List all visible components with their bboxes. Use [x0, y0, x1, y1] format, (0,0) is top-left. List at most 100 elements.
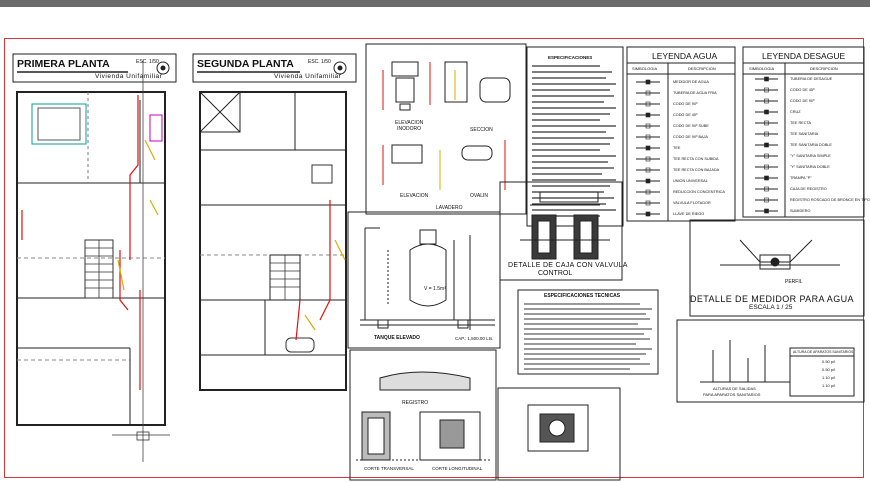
water-legend-item: CODO DE 90º SUBE — [673, 124, 709, 128]
first-floor-scale: ESC. 1/50 — [136, 59, 159, 65]
heights-row-value: 0.50 p/l — [822, 367, 836, 372]
water-legend-title: LEYENDA AGUA — [652, 51, 718, 61]
first-floor-plan — [12, 53, 177, 462]
drain-legend-symbol-marker — [764, 197, 769, 203]
heights-caption-1: ALTURAS DE SALIDAS — [713, 386, 756, 391]
drain-legend-item: "Y" SANITARIA SIMPLE — [790, 154, 831, 158]
meter-perfil: PERFIL — [785, 279, 803, 285]
drain-legend-item: "Y" SANITARIA DOBLE — [790, 165, 830, 169]
drain-legend-symbol-marker — [764, 87, 769, 93]
meter-detail — [689, 219, 865, 317]
water-legend-item: UNION UNIVERSAL — [673, 179, 708, 183]
water-legend-symbol-marker — [645, 167, 651, 173]
drain-legend-symbol-marker — [764, 142, 769, 148]
water-legend-col1: SIMBOLOGIA — [632, 66, 658, 71]
water-legend-symbol-marker — [645, 101, 651, 107]
registro-label: REGISTRO — [402, 400, 429, 406]
drain-legend-symbol-marker — [764, 208, 769, 214]
drain-legend-item: SUMIDERO — [790, 209, 811, 213]
drain-legend-symbol-marker — [764, 109, 769, 115]
first-floor-subtitle: Vivienda Unifamiliar — [95, 73, 163, 80]
water-legend-symbol-marker — [645, 211, 651, 217]
heights-row-value: 1.10 p/l — [822, 383, 836, 388]
drain-legend-item: TEE SANITARIA DOBLE — [790, 143, 832, 147]
heights-caption-2: PARA APARATOS SANITARIOS — [703, 392, 761, 397]
water-legend-item: TEE RECTA CON SUBIDA — [673, 157, 719, 161]
water-legend-symbol-marker — [645, 200, 651, 206]
valve-box-subtitle: CONTROL — [538, 270, 573, 277]
drain-legend-symbol-marker — [764, 120, 769, 126]
drain-legend-item: REGISTRO ROSCADO DE BRONCE EN TIPO — [790, 198, 870, 202]
top-bar — [0, 0, 870, 7]
ovalin-label: OVALIN — [470, 193, 488, 199]
technical-specs — [517, 289, 659, 375]
water-legend-symbol-marker — [645, 145, 651, 151]
drain-legend-item: TEE SANITARIA — [790, 132, 819, 136]
valve-box-detail — [499, 181, 623, 281]
tank-capacity: CAP.: 1,500.00 Lts. — [455, 336, 494, 341]
corte-longitudinal-label: CORTE LONGITUDINAL — [432, 466, 483, 471]
legend-tables — [626, 46, 865, 222]
drain-legend-item: CAJA DE REGISTRO — [790, 187, 827, 191]
meter-title: DETALLE DE MEDIDOR PARA AGUA — [690, 294, 854, 304]
first-floor-title: PRIMERA PLANTA — [17, 58, 110, 70]
second-floor-plan — [192, 53, 357, 391]
drain-legend-title: LEYENDA DESAGUE — [762, 51, 846, 61]
drain-legend-symbol-marker — [764, 131, 769, 137]
water-legend-symbol-marker — [645, 178, 651, 184]
meter-scale: ESCALA 1 / 25 — [749, 304, 793, 311]
water-legend-symbols — [636, 79, 660, 217]
water-legend-item: LLAVE DE RIEGO — [673, 212, 705, 216]
drain-legend-item: TUBERIA DE DESAGUE — [790, 77, 833, 81]
second-floor-scale: ESC. 1/50 — [308, 59, 331, 65]
drain-legend-symbol-marker — [764, 98, 769, 104]
water-legend-item: TEE — [673, 146, 681, 150]
water-legend-item: CODO DE 90º BAJA — [673, 135, 708, 139]
drain-legend-item: CODO DE 45º — [790, 88, 815, 92]
drain-legend-symbol-marker — [764, 76, 769, 82]
heights-table-title: ALTURA DE APARATOS SANITARIOS — [793, 350, 854, 354]
registro-detail — [349, 349, 621, 481]
valve-box-title: DETALLE DE CAJA CON VALVULA — [508, 262, 628, 269]
water-legend-symbol-marker — [645, 112, 651, 118]
drain-legend-item: TRAMPA "P" — [790, 176, 812, 180]
lavadero-label: LAVADERO — [436, 205, 463, 211]
specs-title: ESPECIFICACIONES — [548, 55, 593, 60]
second-floor-subtitle: Vivienda Unifamiliar — [274, 73, 342, 80]
corte-transversal-label: CORTE TRANSVERSAL — [364, 466, 414, 471]
water-legend-item: VALVULA FLOTADOR — [673, 201, 711, 205]
fixture-heights — [676, 319, 865, 403]
drain-legend-item: CRUZ — [790, 110, 801, 114]
tank-volume: V = 1.5m³ — [424, 286, 446, 292]
drain-legend-symbol-marker — [764, 164, 769, 170]
water-legend-symbol-marker — [645, 123, 651, 129]
drain-legend-col1: SIMBOLOGIA — [749, 66, 775, 71]
water-legend-item: TEE RECTA CON BAJADA — [673, 168, 720, 172]
fixtures-panel — [365, 43, 527, 215]
seccion-label: SECCION — [470, 127, 493, 133]
drain-legend-col2: DESCRIPCION — [810, 66, 838, 71]
drain-legend-symbols — [755, 76, 778, 214]
water-legend-symbol-marker — [645, 189, 651, 195]
water-legend-item: MEDIDOR DE AGUA — [673, 80, 709, 84]
drain-legend-symbol-marker — [764, 186, 769, 192]
heights-row-value: 1.10 p/l — [822, 375, 836, 380]
second-floor-title: SEGUNDA PLANTA — [197, 58, 294, 70]
drain-legend-symbol-marker — [764, 153, 769, 159]
heights-row-value: 0.50 p/l — [822, 359, 836, 364]
water-legend-symbol-marker — [645, 90, 651, 96]
water-legend-symbol-marker — [645, 156, 651, 162]
elevation-inodoro-label: ELEVACION INODORO — [395, 120, 424, 132]
water-legend-symbol-marker — [645, 134, 651, 140]
water-legend-item: CODO DE 45º — [673, 113, 698, 117]
drain-legend-item: CODO DE 90º — [790, 99, 815, 103]
tank-title: TANQUE ELEVADO — [374, 335, 420, 341]
water-legend-col2: DESCRIPCION — [688, 66, 716, 71]
drain-legend-item: TEE RECTA — [790, 121, 812, 125]
water-legend-item: CODO DE 90º — [673, 102, 698, 106]
water-legend-symbol-marker — [645, 79, 651, 85]
technical-specs-title: ESPECIFICACIONES TECNICAS — [544, 293, 621, 299]
drain-legend-symbol-marker — [764, 175, 769, 181]
specifications-panel — [526, 46, 624, 227]
